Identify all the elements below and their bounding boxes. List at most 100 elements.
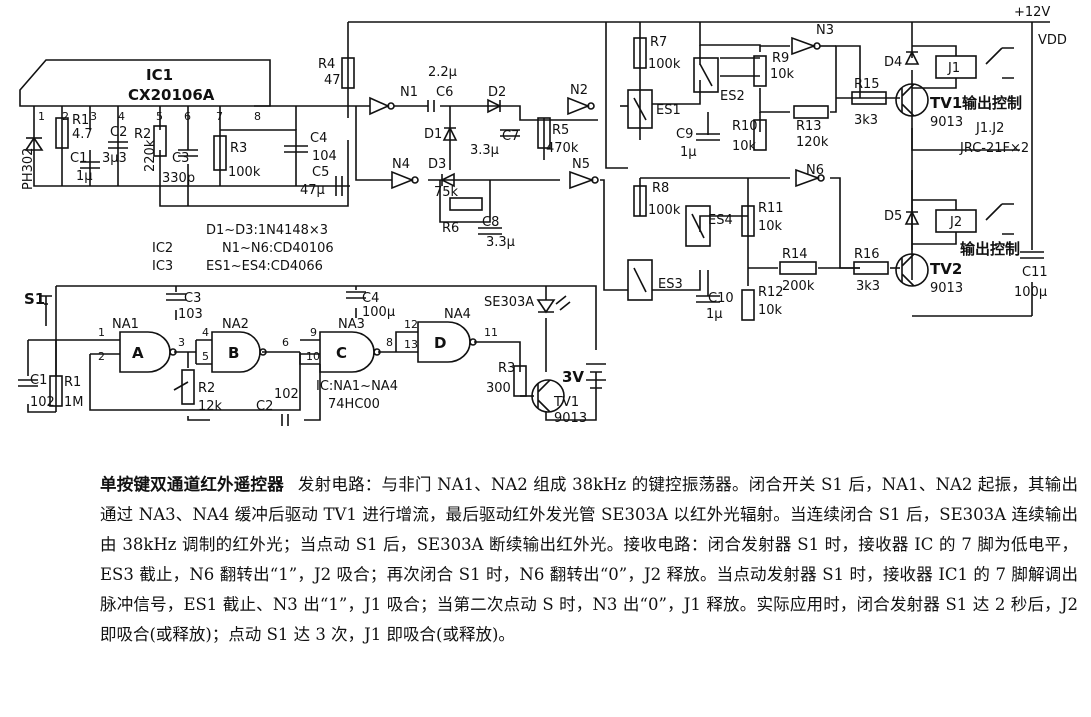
r4-rx — [341, 57, 355, 89]
tx-c3-label: C3 — [184, 291, 201, 306]
d1-label: D1 — [424, 127, 442, 142]
c7-rx — [500, 129, 520, 137]
tx-pin4: 4 — [202, 326, 209, 339]
es4-switch — [685, 205, 711, 247]
tx-r2-value: 12k — [198, 399, 223, 414]
d3-diode — [440, 172, 455, 188]
tv2-rx — [895, 253, 929, 287]
tx-c4-value: 100μ — [362, 305, 395, 320]
r6-value: 75k — [434, 185, 459, 200]
caption-title: 单按键双通道红外遥控器 — [100, 475, 284, 494]
receiver-switches — [627, 57, 719, 301]
c4-value: 104 — [312, 149, 337, 164]
d3-label: D3 — [428, 157, 446, 172]
tv1-rx-label: TV1 — [930, 94, 962, 112]
r16-rx — [853, 261, 889, 275]
r14-value: 200k — [782, 279, 815, 294]
c6-rx — [427, 100, 435, 112]
r1-tx — [49, 375, 63, 407]
es3-switch — [627, 259, 653, 301]
r3-rx — [213, 135, 227, 171]
r4-value: 47 — [324, 73, 341, 88]
r3-tx — [513, 365, 527, 397]
r2-label: R2 — [134, 127, 151, 142]
c6-value: 2.2μ — [428, 65, 457, 80]
caption-body: 发射电路：与非门 NA1、NA2 组成 38kHz 的键控振荡器。闭合开关 S1… — [100, 475, 1078, 644]
tx-gate-d: D — [434, 334, 446, 352]
r7-label: R7 — [650, 35, 667, 50]
r12-rx — [741, 289, 755, 321]
ic1-name: IC1 — [146, 66, 173, 84]
c7-label: C7 — [502, 129, 519, 144]
r10-rx — [753, 119, 767, 151]
r2-rx — [153, 125, 167, 157]
r5-value: 470k — [546, 141, 579, 156]
tx-c2-label: C2 — [256, 399, 273, 414]
r1-label: R1 — [72, 113, 89, 128]
c8-rx — [478, 227, 502, 235]
d2-diode — [487, 98, 502, 114]
tv2-label: TV2 — [930, 260, 962, 278]
c8-label: C8 — [482, 215, 499, 230]
c4-tx — [346, 291, 366, 299]
r11-label: R11 — [758, 201, 784, 216]
tx-r1-value: 1M — [64, 395, 84, 410]
r2-value: 220k — [143, 139, 158, 172]
c11-rx — [1020, 251, 1044, 259]
r5-rx — [537, 117, 551, 149]
n5-label: N5 — [572, 157, 590, 172]
tx-tv1-value: 9013 — [554, 411, 587, 426]
es1-switch — [627, 89, 653, 129]
tx-pin12: 12 — [404, 318, 418, 331]
transmitter-parts — [18, 291, 606, 426]
d4-diode — [904, 50, 920, 65]
r8-value: 100k — [648, 203, 681, 218]
tx-ic-b: IC3 — [152, 259, 173, 274]
es3-label: ES3 — [658, 277, 683, 292]
battery-3v — [586, 363, 606, 389]
r16-label: R16 — [854, 247, 880, 262]
tx-pin2: 2 — [98, 350, 105, 363]
n1-label: N1 — [400, 85, 418, 100]
d5-label: D5 — [884, 209, 902, 224]
ic1-pin4: 4 — [118, 110, 125, 123]
r11-value: 10k — [758, 219, 783, 234]
receiver-resistors — [55, 37, 889, 321]
d1-diode — [442, 126, 458, 141]
tv1-rx-value: 9013 — [930, 115, 963, 130]
tx-pin10: 10 — [306, 350, 320, 363]
c1-rx — [80, 161, 100, 169]
tx-pin1: 1 — [98, 326, 105, 339]
n6-gate — [795, 168, 821, 188]
n6-label: N6 — [806, 163, 824, 178]
n2-gate — [567, 96, 591, 116]
es2-switch — [693, 57, 719, 93]
ic1-part: CX20106A — [128, 86, 215, 104]
r6-rx — [449, 197, 483, 211]
es4-label: ES4 — [708, 213, 733, 228]
tx-gate-b: B — [228, 344, 239, 362]
c6-label: C6 — [436, 85, 453, 100]
r14-label: R14 — [782, 247, 808, 262]
c10-value: 1μ — [706, 307, 723, 322]
out2-label: 输出控制 — [960, 240, 1020, 258]
ic1-pin3: 3 — [90, 110, 97, 123]
c9-value: 1μ — [680, 145, 697, 160]
n3-label: N3 — [816, 23, 834, 38]
tx-ic-note: IC:NA1~NA4 — [316, 379, 398, 394]
tx-na4-label: NA4 — [444, 307, 471, 322]
c3-rx — [178, 149, 198, 157]
c11-value: 100μ — [1014, 285, 1047, 300]
ir-led — [536, 299, 556, 314]
c3-label: C3 — [172, 151, 189, 166]
d2-label: D2 — [488, 85, 506, 100]
c9-rx — [696, 133, 720, 141]
r6-label: R6 — [442, 221, 459, 236]
tx-pin13: 13 — [404, 338, 418, 351]
tx-c4-label: C4 — [362, 291, 379, 306]
c8-value: 3.3μ — [486, 235, 515, 250]
c9-label: C9 — [676, 127, 693, 142]
tx-led-label: SE303A — [484, 295, 534, 310]
r1-value: 4.7 — [72, 127, 93, 142]
tx-na3-label: NA3 — [338, 317, 365, 332]
